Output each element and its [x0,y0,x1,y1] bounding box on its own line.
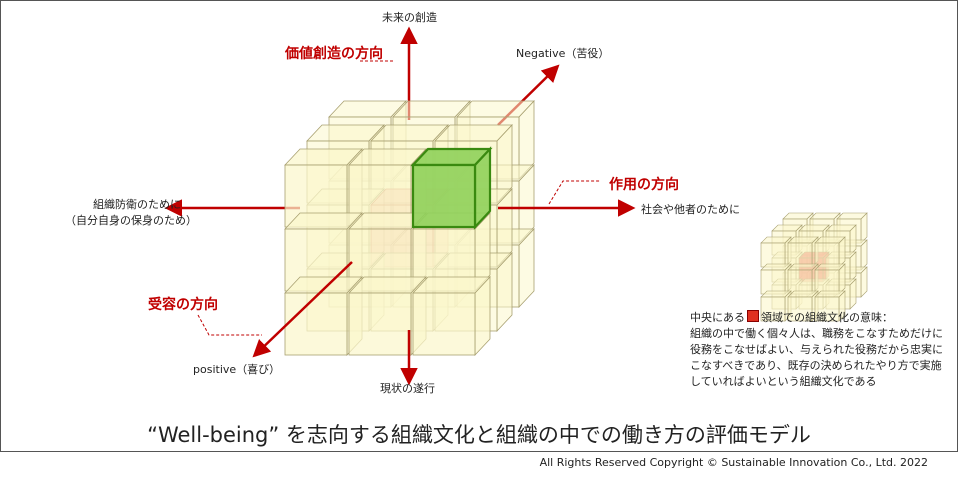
copyright: All Rights Reserved Copyright © Sustaina… [539,456,928,469]
mini-cube [760,263,792,295]
note-suffix: 領域での組織文化の意味： [761,311,893,324]
mini-cube [814,263,846,295]
mini-cube [760,236,792,268]
axis-label-left-1: 組織防衛のために [93,198,181,211]
acceptance-leader-line [197,314,262,336]
legend-note: 中央にある 領域での組織文化の意味： 組織の中で働く個々人は、職務をこなすためだけ… [690,310,952,390]
cube-d0-r2-c2 [412,275,491,357]
mini-cube [787,263,819,295]
note-prefix: 中央にある [690,311,745,324]
note-body: 組織の中で働く個々人は、職務をこなすためだけに役務をこなせばよい、与えられた役務… [690,327,943,388]
diagram-frame [0,0,958,452]
cube-model-diagram [164,26,868,386]
arrow-lower-left [252,261,353,358]
axis-label-upper-right: Negative（苦役） [516,47,610,60]
mini-cube [814,290,846,322]
axis-label-bottom: 現状の遂行 [380,382,435,395]
mini-cube [814,236,846,268]
page-title: “Well-being” を志向する組織文化と組織の中での働き方の評価モデル [147,423,811,447]
axis-label-top: 未来の創造 [382,11,437,24]
red-cube-icon [747,310,759,322]
mini-cube [787,236,819,268]
axis-label-right: 社会や他者のために [641,203,740,216]
action-leader-line [548,180,600,205]
axis-label-lower-left: positive（喜び） [193,363,281,376]
direction-action: 作用の方向 [609,177,679,193]
direction-value-creation: 価値創造の方向 [285,46,383,62]
highlighted-cube [410,146,493,230]
axis-label-left-2: （自分自身の保身のため） [65,214,197,227]
direction-acceptance: 受容の方向 [148,297,218,313]
